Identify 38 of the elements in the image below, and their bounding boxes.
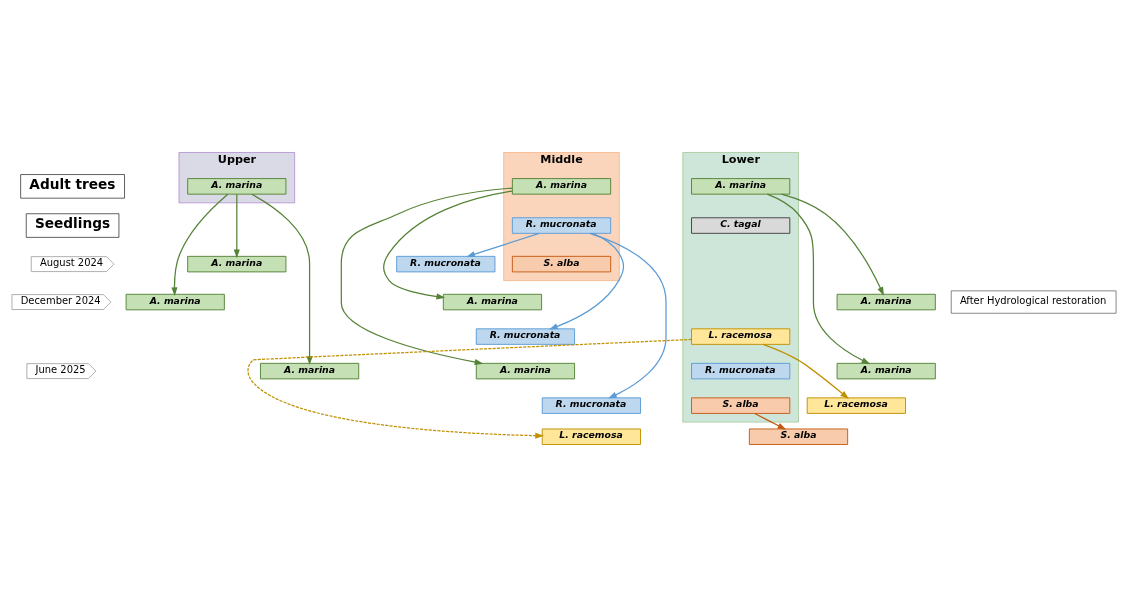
node-box: A. marina [259, 362, 360, 380]
arrow [251, 193, 313, 366]
node-box: A. marina [187, 255, 287, 273]
node-box: L. racemosa [541, 428, 641, 445]
node-box: A. marina [187, 178, 287, 195]
arrow [340, 187, 513, 366]
node-box: A. marina [442, 293, 543, 311]
node-box: A. marina [475, 362, 576, 380]
node-box: Adult trees [20, 174, 125, 199]
node-box: L. racemosa [691, 328, 791, 345]
node-box: After Hydrological restoration [950, 290, 1117, 314]
arrow [589, 232, 667, 399]
arrow [549, 232, 625, 330]
node-box: C. tagal [691, 217, 791, 234]
node-box: R. mucronata [691, 362, 791, 380]
node-box: Seedlings [25, 213, 120, 238]
arrow [383, 190, 513, 300]
arrow [766, 193, 871, 365]
node-box: A. marina [836, 293, 936, 311]
arrow [762, 343, 849, 399]
arrow [171, 193, 229, 297]
node-box: L. racemosa [806, 397, 906, 414]
arrow [780, 193, 884, 296]
node-box: R. mucronata [396, 255, 496, 273]
node-box: R. mucronata [511, 217, 612, 234]
node-box: A. marina [511, 178, 612, 195]
arrow [247, 338, 693, 439]
node-box: R. mucronata [475, 328, 576, 345]
node-box: S. alba [748, 428, 849, 445]
node-box: A. marina [691, 178, 791, 195]
arrow [754, 412, 787, 430]
node-box: A. marina [125, 293, 225, 311]
node-box: S. alba [691, 397, 791, 414]
node-box: R. mucronata [541, 397, 641, 414]
node-box: A. marina [836, 362, 936, 380]
node-box: S. alba [511, 255, 612, 273]
arrow [233, 193, 240, 259]
arrow [466, 232, 540, 258]
